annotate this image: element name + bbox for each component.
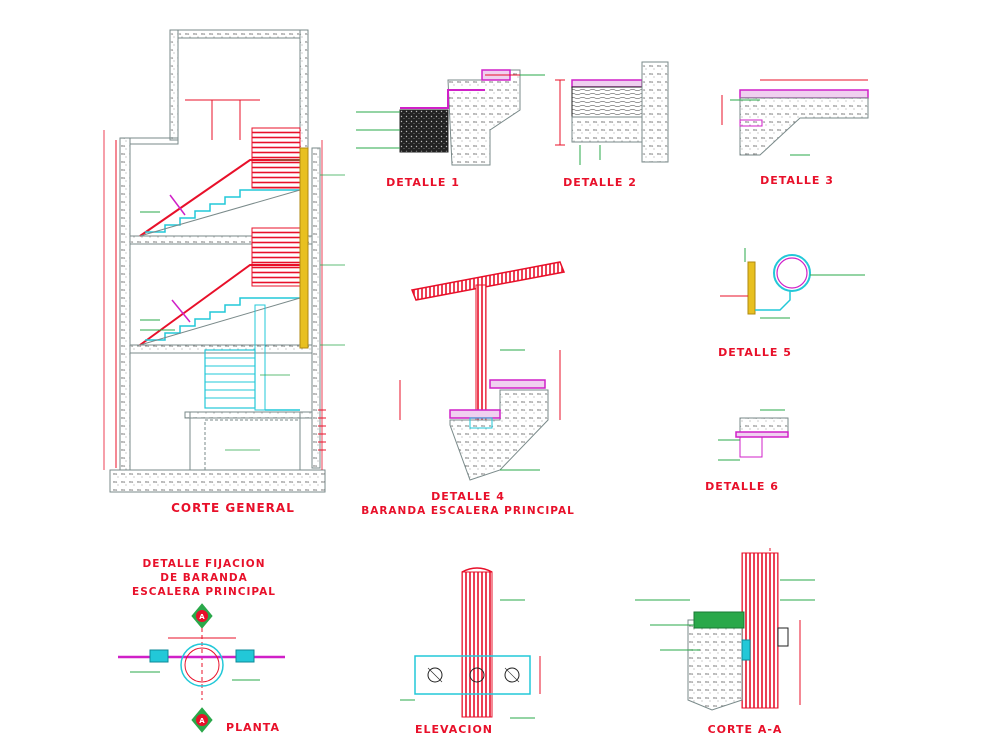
detalle-4-title: DETALLE 4 bbox=[431, 490, 505, 503]
section-marker-bottom: A bbox=[199, 717, 205, 725]
fijacion-title-line-1: DETALLE FIJACION bbox=[142, 558, 265, 570]
detalle-3: DETALLE 3 bbox=[721, 79, 869, 187]
corte-aa: CORTE A-A bbox=[635, 548, 815, 736]
corte-general-title: CORTE GENERAL bbox=[171, 501, 295, 515]
detalle-4: DETALLE 4 BARANDA ESCALERA PRINCIPAL bbox=[361, 261, 575, 517]
detalle-5: DETALLE 5 bbox=[718, 248, 865, 359]
corte-general-section: CORTE GENERAL bbox=[103, 29, 345, 515]
fijacion-title-line-2: DE BARANDA bbox=[160, 572, 248, 584]
detalle-1: DETALLE 1 bbox=[356, 69, 545, 189]
section-marker-top: A bbox=[199, 613, 205, 621]
detalle-fijacion: DETALLE FIJACION DE BARANDA ESCALERA PRI… bbox=[118, 558, 285, 734]
detalle-6-title: DETALLE 6 bbox=[705, 480, 779, 493]
detalle-2: DETALLE 2 bbox=[555, 61, 669, 189]
detalle-2-title: DETALLE 2 bbox=[563, 176, 637, 189]
detalle-6: DETALLE 6 bbox=[705, 409, 789, 493]
planta-title: PLANTA bbox=[226, 721, 280, 734]
elevacion-title: ELEVACION bbox=[415, 723, 493, 736]
upper-stair-treads bbox=[251, 127, 301, 287]
detalle-3-title: DETALLE 3 bbox=[760, 174, 834, 187]
detalle-5-title: DETALLE 5 bbox=[718, 346, 792, 359]
corte-aa-title: CORTE A-A bbox=[708, 723, 783, 736]
detalle-4-subtitle: BARANDA ESCALERA PRINCIPAL bbox=[361, 505, 575, 517]
elevacion: ELEVACION bbox=[400, 567, 541, 736]
fijacion-title-line-3: ESCALERA PRINCIPAL bbox=[132, 586, 276, 598]
detalle-1-title: DETALLE 1 bbox=[386, 176, 460, 189]
